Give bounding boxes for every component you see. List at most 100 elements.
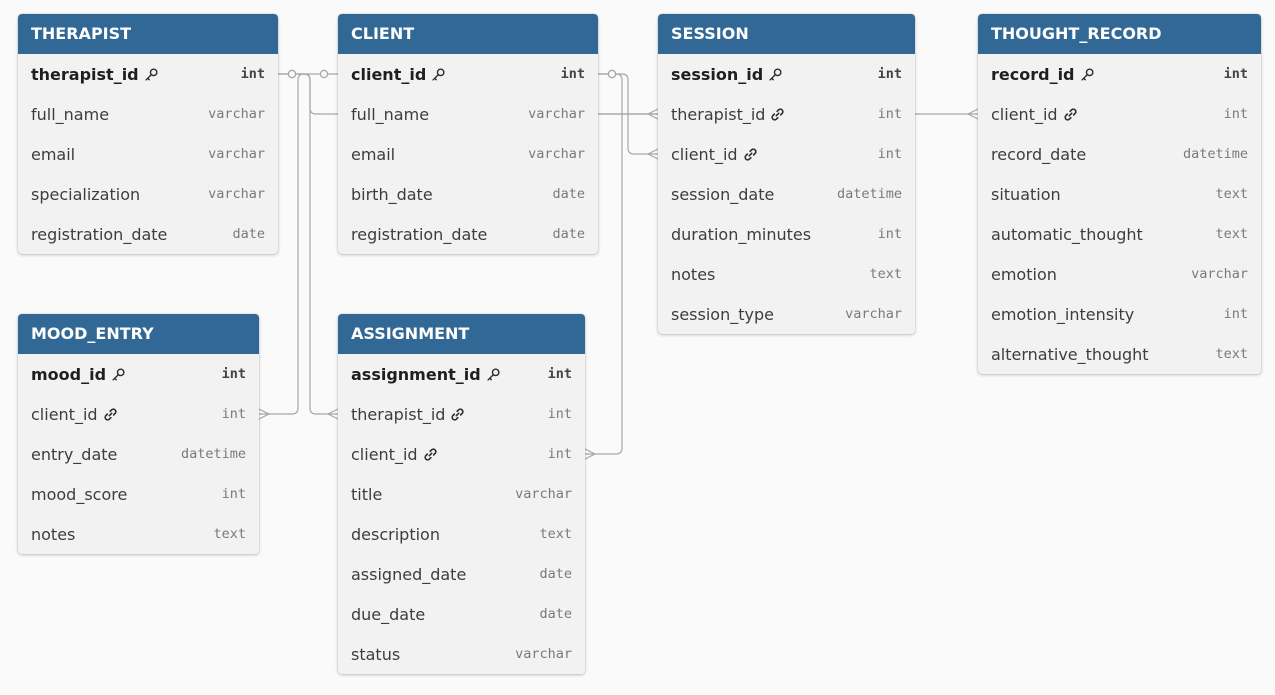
field-type: text [1215, 346, 1248, 362]
field-name: registration_date [31, 224, 168, 244]
field-type: int [1223, 106, 1248, 122]
one-end-marker [607, 69, 617, 79]
crow-foot-marker [647, 148, 659, 160]
field-name: client_id [351, 444, 418, 464]
link-icon [770, 107, 785, 122]
field-type: int [221, 406, 246, 422]
field-type: int [877, 226, 902, 242]
field-row-mood-score[interactable]: mood_score int [18, 474, 259, 514]
one-end-marker [607, 69, 617, 79]
field-type: int [547, 366, 572, 382]
field-name: record_id [991, 64, 1075, 84]
field-type: varchar [208, 146, 265, 162]
field-name: session_date [671, 184, 775, 204]
field-type: int [221, 486, 246, 502]
link-icon [103, 407, 118, 422]
field-name: email [31, 144, 76, 164]
field-row-record-date[interactable]: record_date datetime [978, 134, 1261, 174]
field-name: description [351, 524, 440, 544]
key-icon [431, 67, 446, 82]
field-type: int [240, 66, 265, 82]
field-name: automatic_thought [991, 224, 1143, 244]
crow-foot-marker [258, 408, 270, 420]
field-type: varchar [515, 486, 572, 502]
key-icon [768, 67, 783, 82]
table-title: THERAPIST [18, 14, 278, 54]
field-type: int [547, 446, 572, 462]
link-icon [450, 407, 465, 422]
field-row-session-id[interactable]: session_id int [658, 54, 915, 94]
key-icon [144, 67, 159, 82]
field-type: int [877, 106, 902, 122]
table-title: ASSIGNMENT [338, 314, 585, 354]
field-name: mood_score [31, 484, 128, 504]
field-type: date [539, 566, 572, 582]
field-type: date [539, 606, 572, 622]
field-name: client_id [31, 404, 98, 424]
field-type: varchar [515, 646, 572, 662]
field-name: session_id [671, 64, 764, 84]
field-type: datetime [1182, 146, 1248, 162]
field-name: therapist_id [351, 404, 446, 424]
field-name: record_date [991, 144, 1087, 164]
field-name: registration_date [351, 224, 488, 244]
field-name: emotion [991, 264, 1057, 284]
field-type: varchar [528, 146, 585, 162]
field-row-client-id[interactable]: client_id int [18, 394, 259, 434]
field-name: notes [671, 264, 716, 284]
field-row-therapist-id[interactable]: therapist_id int [658, 94, 915, 134]
field-name: session_type [671, 304, 774, 324]
field-type: int [547, 406, 572, 422]
field-name: therapist_id [671, 104, 766, 124]
field-name: notes [31, 524, 76, 544]
link-icon [1063, 107, 1078, 122]
key-icon [486, 367, 501, 382]
table-title: CLIENT [338, 14, 598, 54]
field-row-email[interactable]: email varchar [18, 134, 278, 174]
one-end-marker [319, 69, 329, 79]
field-row-therapist-id[interactable]: therapist_id int [338, 394, 585, 434]
field-type: int [877, 66, 902, 82]
link-icon [423, 447, 438, 462]
field-row-client-id[interactable]: client_id int [338, 434, 585, 474]
field-type: int [221, 366, 246, 382]
field-name: situation [991, 184, 1061, 204]
